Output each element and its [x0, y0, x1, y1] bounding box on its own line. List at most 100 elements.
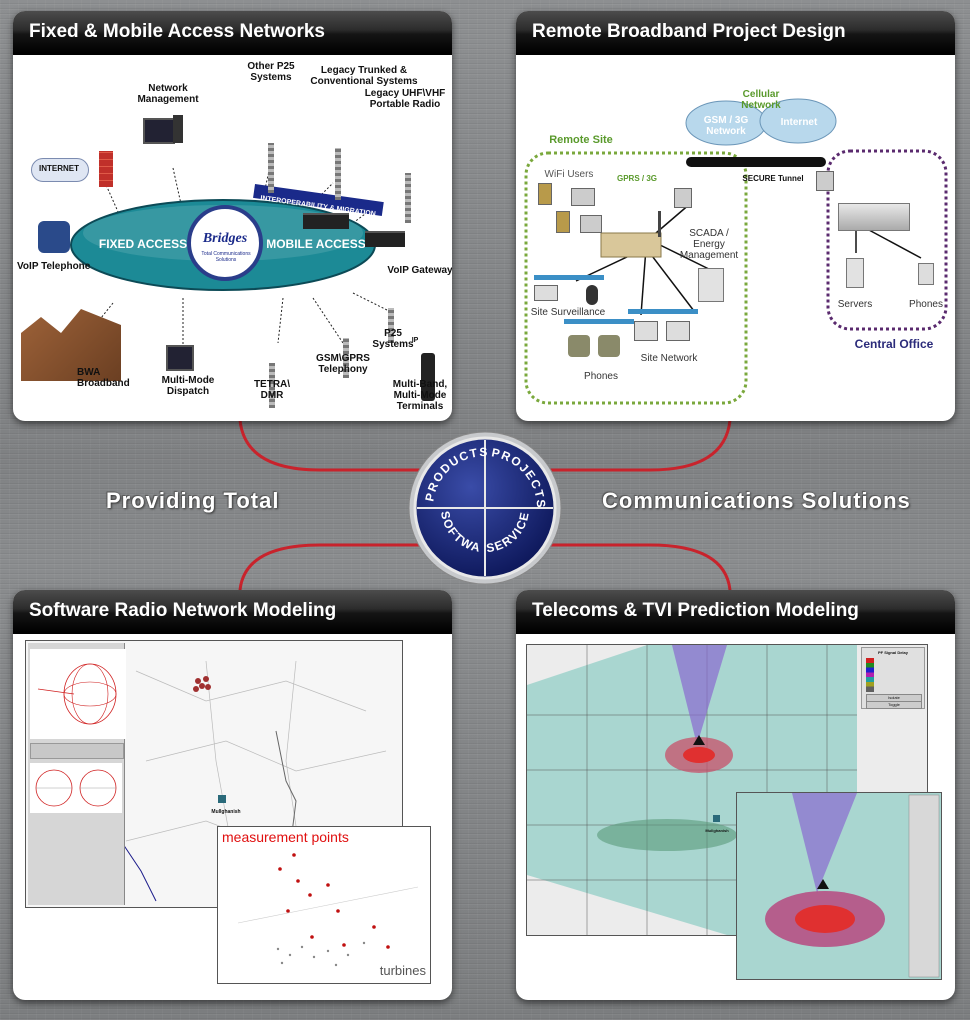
connector-curve-top-right: [550, 419, 732, 472]
radio-tower-icon: [388, 308, 394, 343]
p25-ip-superscript: IP: [411, 337, 419, 344]
measurement-points-plot: [237, 853, 419, 967]
internet-label: Internet: [780, 117, 818, 128]
multi-mode-dispatch-label: Multi-Mode Dispatch: [161, 375, 215, 397]
servers-label: Servers: [837, 299, 873, 310]
wifi-users-label: WiFi Users: [544, 169, 594, 180]
polar-plots-icon: [30, 763, 122, 813]
connector-curve-bottom-left: [238, 543, 420, 591]
other-p25-label: Other P25 Systems: [247, 61, 295, 83]
scada-server-icon: [698, 268, 724, 302]
legend-header: PF Signal Delay: [877, 650, 908, 655]
radio-tower-icon: [269, 363, 275, 408]
dispatch-monitor-icon: [166, 345, 194, 371]
server-icon: [846, 258, 864, 288]
map-town-label: Mullghanish: [211, 809, 241, 815]
secure-tunnel-label: SECURE Tunnel: [742, 174, 804, 183]
pda-icon: [556, 211, 570, 233]
site-network-label: Site Network: [640, 353, 698, 364]
central-office-boundary: [826, 149, 948, 331]
firewall-icon: [816, 171, 834, 191]
radio-tower-icon: [343, 338, 349, 378]
phone-icon: [568, 335, 590, 357]
tvi-zoom-inset: [736, 792, 942, 980]
legacy-uhf-label: Legacy UHF\VHF Portable Radio: [364, 88, 446, 110]
software-radio-panel: Software Radio Network Modeling: [13, 590, 452, 1000]
isolate-button-label: Isolate: [888, 695, 900, 700]
remote-site-label: Remote Site: [549, 134, 613, 146]
fixed-mobile-panel: Fixed & Mobile Access Networks: [13, 11, 452, 421]
antenna-icon: [658, 211, 661, 237]
panel-title: Remote Broadband Project Design: [516, 11, 955, 55]
phones-office-label: Phones: [909, 299, 943, 310]
turbines-label: turbines: [379, 963, 426, 978]
telecoms-tvi-panel: Telecoms & TVI Prediction Modeling: [516, 590, 955, 1000]
gsm-gprs-label: GSM\GPRS Telephony: [316, 353, 370, 375]
fixed-access-label: FIXED ACCESS: [98, 237, 188, 251]
center-emblem: PRODUCTS PROJECTS SOFTWARE SERVICES: [405, 428, 562, 585]
remote-broadband-panel: Remote Broadband Project Design: [516, 11, 955, 421]
laptop-icon: [571, 188, 595, 206]
measurement-points-title: measurement points: [222, 829, 349, 845]
measurement-inset: measurement points turbines: [217, 826, 431, 984]
brand-tagline: Total Communications Solutions: [201, 251, 251, 263]
phone-icon: [918, 263, 934, 285]
computer-icon: [666, 321, 690, 341]
camera-icon: [586, 285, 598, 305]
secure-tunnel-bar: [686, 157, 826, 167]
central-office-label: Central Office: [854, 337, 934, 351]
computer-tower-icon: [173, 115, 183, 143]
toggle-button[interactable]: Toggle: [866, 701, 922, 709]
site-surveillance-label: Site Surveillance: [530, 307, 606, 318]
phone-icon: [38, 221, 70, 253]
antenna-pattern-panel: [28, 643, 126, 905]
radio-tower-icon: [268, 143, 274, 193]
network-management-label: Network Management: [137, 83, 199, 105]
p25-systems-label: P25 Systems: [372, 328, 414, 350]
firewall-icon: [99, 151, 113, 187]
connector-curve-bottom-right: [550, 543, 732, 591]
pattern-toolbar[interactable]: [30, 743, 124, 759]
interop-banner: [253, 184, 384, 217]
panel-title: Software Radio Network Modeling: [13, 590, 452, 634]
radio-tower-icon: [405, 173, 411, 223]
bwa-broadband-label: BWA Broadband: [77, 367, 130, 389]
firewall-icon: [674, 188, 692, 208]
tvi-zoom-canvas: [765, 793, 940, 978]
connector-curve-top-left: [238, 419, 420, 472]
server-rack-icon: [303, 213, 349, 229]
tetra-dmr-label: TETRA\ DMR: [253, 379, 291, 401]
tagline-right: Communications Solutions: [602, 488, 911, 513]
legend-swatches: [866, 658, 874, 692]
gprs-3g-label: GPRS / 3G: [616, 174, 657, 183]
internet-cloud-icon: [31, 158, 89, 182]
handheld-radio-icon: [421, 353, 435, 401]
multi-band-label: Multi-Band, Multi-Mode Terminals: [392, 379, 448, 412]
tagline-left: Providing Total: [106, 488, 280, 513]
legacy-trunked-label: Legacy Trunked & Conventional Systems: [310, 65, 418, 87]
voip-telephone-label: VoIP Telephone: [17, 261, 91, 272]
buildings-icon: [21, 309, 121, 381]
brand-circle: [187, 205, 263, 281]
remote-site-boundary: [524, 151, 748, 405]
mobile-access-label: MOBILE ACCESS: [266, 237, 366, 251]
computer-icon: [634, 321, 658, 341]
remote-site-diagram: [524, 98, 948, 405]
radio-tower-icon: [335, 148, 341, 200]
antenna-pattern-icon: [30, 649, 126, 739]
voip-gateway-icon: [365, 231, 405, 247]
router-icon: [600, 232, 662, 258]
voip-gateway-label: VoIP Gateway: [387, 265, 452, 276]
phones-remote-label: Phones: [584, 371, 618, 382]
internet-cloud-icon: [759, 98, 837, 144]
brand-logo: Bridges: [202, 231, 248, 246]
gsm-3g-network-label: GSM / 3G Network: [703, 115, 749, 137]
internet-label: INTERNET: [39, 164, 79, 173]
camera-icon: [534, 285, 558, 301]
computer-icon: [143, 118, 175, 144]
scada-label: SCADA / Energy Management: [679, 228, 739, 261]
panel-title: Fixed & Mobile Access Networks: [13, 11, 452, 55]
legend-panel: PF Signal Delay Isolate Toggle: [861, 647, 925, 709]
map-town-label: Mullghanish: [705, 828, 729, 833]
